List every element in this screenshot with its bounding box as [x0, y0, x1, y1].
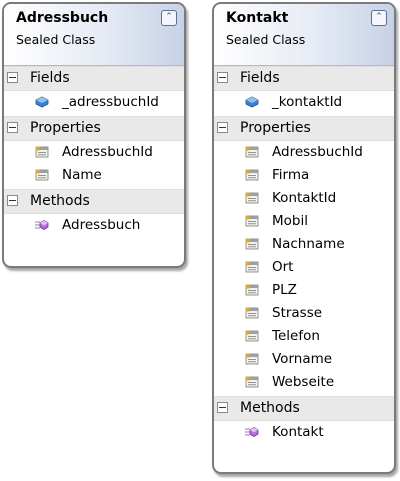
member-row[interactable]: Ort [214, 256, 394, 279]
member-name: _kontaktId [272, 94, 343, 110]
member-row[interactable]: Vorname [214, 348, 394, 371]
class-header[interactable]: Kontakt Sealed Class ⌃ [214, 4, 394, 66]
section-label: Properties [30, 120, 101, 136]
class-header[interactable]: Adressbuch Sealed Class ⌃ [4, 4, 184, 66]
class-stereotype: Sealed Class [16, 32, 96, 47]
member-row[interactable]: Firma [214, 164, 394, 187]
member-row[interactable]: Name [4, 164, 184, 187]
member-name: Name [62, 167, 102, 183]
section-collapse-icon[interactable] [217, 122, 228, 133]
member-row[interactable]: _adressbuchId [4, 91, 184, 114]
property-icon [245, 307, 259, 319]
property-icon [245, 192, 259, 204]
section-collapse-icon[interactable] [217, 402, 228, 413]
member-name: Adressbuch [62, 217, 141, 233]
section-header-fields[interactable]: Fields [214, 66, 394, 91]
member-row[interactable]: _kontaktId [214, 91, 394, 114]
section-collapse-icon[interactable] [7, 195, 18, 206]
section-header-methods[interactable]: Methods [214, 396, 394, 421]
section-label: Properties [240, 120, 311, 136]
member-name: _adressbuchId [62, 94, 159, 110]
class-name: Kontakt [226, 10, 289, 26]
section-label: Methods [30, 193, 90, 209]
member-name: Kontakt [272, 424, 324, 440]
property-icon [245, 284, 259, 296]
member-name: Vorname [272, 351, 333, 367]
class-box-kontakt[interactable]: Kontakt Sealed Class ⌃ Fields _kontaktId… [212, 2, 396, 474]
section-header-methods[interactable]: Methods [4, 189, 184, 214]
member-name: Strasse [272, 305, 323, 321]
section-label: Methods [240, 400, 300, 416]
section-header-fields[interactable]: Fields [4, 66, 184, 91]
member-row[interactable]: Kontakt [214, 421, 394, 444]
property-icon [35, 169, 49, 181]
field-icon [245, 96, 259, 108]
property-icon [245, 215, 259, 227]
collapse-icon[interactable]: ⌃ [161, 10, 177, 26]
class-body: Fields _kontaktId Properties AdressbuchI… [214, 66, 394, 444]
property-icon [245, 169, 259, 181]
member-row[interactable]: Adressbuch [4, 214, 184, 237]
member-row[interactable]: Nachname [214, 233, 394, 256]
section-collapse-icon[interactable] [7, 122, 18, 133]
field-icon [35, 96, 49, 108]
member-name: Webseite [272, 374, 335, 390]
class-box-adressbuch[interactable]: Adressbuch Sealed Class ⌃ Fields _adress… [2, 2, 186, 268]
member-row[interactable]: Webseite [214, 371, 394, 394]
member-row[interactable]: PLZ [214, 279, 394, 302]
member-name: AdressbuchId [62, 144, 153, 160]
class-body: Fields _adressbuchId Properties Adressbu… [4, 66, 184, 237]
property-icon [245, 353, 259, 365]
collapse-icon[interactable]: ⌃ [371, 10, 387, 26]
section-label: Fields [240, 70, 280, 86]
property-icon [245, 238, 259, 250]
member-name: KontaktId [272, 190, 337, 206]
member-row[interactable]: AdressbuchId [214, 141, 394, 164]
property-icon [245, 330, 259, 342]
property-icon [245, 146, 259, 158]
property-icon [245, 261, 259, 273]
member-name: PLZ [272, 282, 297, 298]
member-row[interactable]: Telefon [214, 325, 394, 348]
section-label: Fields [30, 70, 70, 86]
class-name: Adressbuch [16, 10, 109, 26]
member-name: AdressbuchId [272, 144, 363, 160]
method-icon [245, 427, 259, 437]
member-row[interactable]: AdressbuchId [4, 141, 184, 164]
section-header-properties[interactable]: Properties [214, 116, 394, 141]
method-icon [35, 220, 49, 230]
section-collapse-icon[interactable] [7, 72, 18, 83]
section-header-properties[interactable]: Properties [4, 116, 184, 141]
member-row[interactable]: KontaktId [214, 187, 394, 210]
property-icon [35, 146, 49, 158]
class-stereotype: Sealed Class [226, 32, 306, 47]
section-collapse-icon[interactable] [217, 72, 228, 83]
member-name: Nachname [272, 236, 345, 252]
member-name: Ort [272, 259, 294, 275]
member-row[interactable]: Mobil [214, 210, 394, 233]
property-icon [245, 376, 259, 388]
member-name: Mobil [272, 213, 308, 229]
member-name: Firma [272, 167, 310, 183]
member-name: Telefon [272, 328, 320, 344]
member-row[interactable]: Strasse [214, 302, 394, 325]
